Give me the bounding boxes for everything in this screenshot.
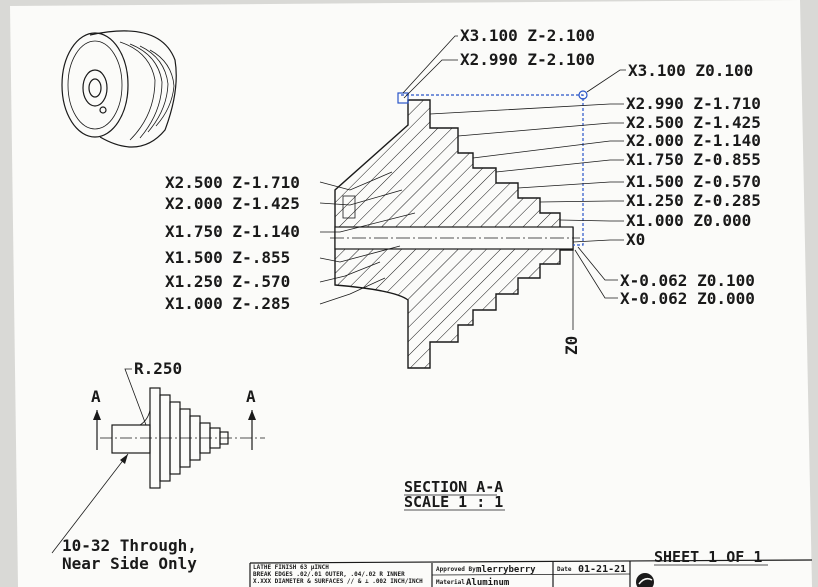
edges-note: BREAK EDGES .02/.01 OUTER, .04/.02 R INN… xyxy=(253,571,405,578)
thread-note-line-1: 10-32 Through, xyxy=(62,536,197,555)
section-marker-right: A xyxy=(246,387,256,406)
right-label-1: X2.990 Z-1.710 xyxy=(626,94,761,113)
callout-x2990-z-2100: X2.990 Z-2.100 xyxy=(460,50,595,69)
top-callouts: X3.100 Z-2.100 X2.990 Z-2.100 X3.100 Z0.… xyxy=(402,26,753,99)
material-value: Aluminum xyxy=(466,577,510,587)
logo-icon xyxy=(636,573,654,587)
left-callouts: X2.500 Z-1.710 X2.000 Z-1.425 X1.750 Z-1… xyxy=(165,171,416,313)
radius-label: R.250 xyxy=(134,359,182,378)
right-label-7: X1.000 Z0.000 xyxy=(626,211,751,230)
section-title: SECTION A-A xyxy=(404,478,503,496)
section-marker-left: A xyxy=(91,387,101,406)
callout-x3100-z-2100: X3.100 Z-2.100 xyxy=(460,26,595,45)
right-label-8: X0 xyxy=(626,230,645,249)
side-view: A A R.250 10-32 Through, Near Side Only xyxy=(51,359,265,573)
toolpath xyxy=(401,94,584,246)
left-label-1: X2.500 Z-1.710 xyxy=(165,173,300,192)
callout-x3100-z0100: X3.100 Z0.100 xyxy=(628,61,753,80)
approved-label: Approved By xyxy=(436,566,476,573)
right-label-5: X1.500 Z-0.570 xyxy=(626,172,761,191)
left-label-3: X1.750 Z-1.140 xyxy=(165,222,300,241)
z0-label: Z0 xyxy=(562,336,581,355)
section-scale: SCALE 1 : 1 xyxy=(404,493,503,511)
right-label-2: X2.500 Z-1.425 xyxy=(626,113,761,132)
right-label-4: X1.750 Z-0.855 xyxy=(626,150,761,169)
date-label: Date xyxy=(557,566,572,573)
right-callouts: X2.990 Z-1.710 X2.500 Z-1.425 X2.000 Z-1… xyxy=(429,94,761,249)
right-label-3: X2.000 Z-1.140 xyxy=(626,131,761,150)
sheet-label: SHEET 1 OF 1 xyxy=(654,548,762,566)
isometric-view xyxy=(61,30,177,148)
finish-note: LATHE FINISH 63 µINCH xyxy=(253,564,329,571)
section-view xyxy=(330,90,588,369)
section-caption: SECTION A-A SCALE 1 : 1 xyxy=(404,478,505,511)
lower-right-callouts: X-0.062 Z0.100 X-0.062 Z0.000 Z0 xyxy=(562,246,755,355)
left-label-4: X1.500 Z-.855 xyxy=(165,248,290,267)
left-label-6: X1.000 Z-.285 xyxy=(165,294,290,313)
left-label-2: X2.000 Z-1.425 xyxy=(165,194,300,213)
title-block: LATHE FINISH 63 µINCH BREAK EDGES .02/.0… xyxy=(249,559,813,587)
thread-note-line-2: Near Side Only xyxy=(62,554,197,573)
callout-x-0062-z0000: X-0.062 Z0.000 xyxy=(620,289,755,308)
callout-x-0062-z0100: X-0.062 Z0.100 xyxy=(620,271,755,290)
tolerance-note: X.XXX DIAMETER & SURFACES // & ⊥ .002 IN… xyxy=(253,578,423,585)
right-label-6: X1.250 Z-0.285 xyxy=(626,191,761,210)
approved-by: mlerryberry xyxy=(476,565,536,575)
material-label: Material xyxy=(436,579,465,586)
date-value: 01-21-21 xyxy=(578,564,626,575)
left-label-5: X1.250 Z-.570 xyxy=(165,272,290,291)
